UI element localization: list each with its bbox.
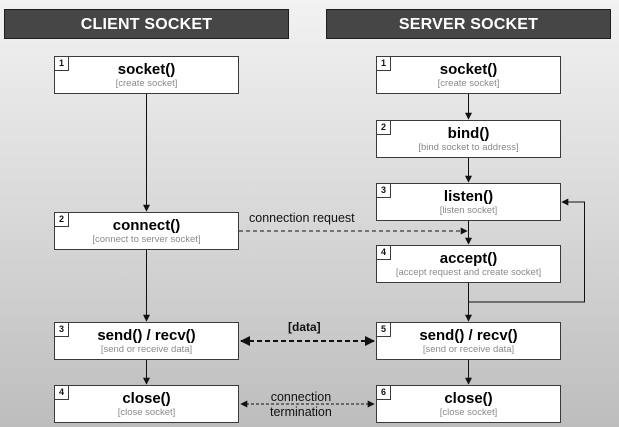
- client-send-recv-box: 3 send() / recv() [send or receive data]: [54, 322, 239, 360]
- client-connect-box: 2 connect() [connect to server socket]: [54, 212, 239, 250]
- client-socket-header: CLIENT SOCKET: [4, 9, 289, 39]
- step-title: bind(): [447, 125, 490, 142]
- server-send-recv-box: 5 send() / recv() [send or receive data]: [376, 322, 561, 360]
- step-title: listen(): [443, 188, 494, 205]
- step-title: close(): [122, 390, 171, 407]
- step-description: [connect to server socket]: [92, 234, 201, 245]
- step-description: [close socket]: [439, 407, 498, 418]
- step-description: [create socket]: [115, 78, 178, 89]
- connection-termination-label: connection termination: [270, 390, 332, 420]
- step-number: 1: [377, 57, 391, 71]
- step-description: [accept request and create socket]: [395, 267, 542, 278]
- server-listen-box: 3 listen() [listen socket]: [376, 183, 561, 221]
- step-description: [send or receive data]: [100, 344, 193, 355]
- client-socket-box: 1 socket() [create socket]: [54, 56, 239, 94]
- step-number: 5: [377, 323, 391, 337]
- server-close-box: 6 close() [close socket]: [376, 385, 561, 423]
- step-description: [send or receive data]: [422, 344, 515, 355]
- termination-label-line2: termination: [270, 405, 332, 419]
- termination-label-line1: connection: [270, 390, 332, 404]
- step-number: 4: [55, 386, 69, 400]
- server-bind-box: 2 bind() [bind socket to address]: [376, 120, 561, 158]
- server-socket-box: 1 socket() [create socket]: [376, 56, 561, 94]
- step-description: [close socket]: [117, 407, 176, 418]
- step-title: send() / recv(): [97, 327, 196, 344]
- arrow-accept-loop-to-listen: [468, 198, 585, 303]
- step-number: 2: [377, 121, 391, 135]
- data-label: [data]: [288, 320, 321, 334]
- step-title: accept(): [439, 250, 498, 267]
- step-description: [create socket]: [437, 78, 500, 89]
- client-close-box: 4 close() [close socket]: [54, 385, 239, 423]
- step-title: connect(): [112, 217, 181, 234]
- step-title: send() / recv(): [419, 327, 518, 344]
- step-number: 2: [55, 213, 69, 227]
- server-socket-header: SERVER SOCKET: [326, 9, 611, 39]
- step-description: [bind socket to address]: [418, 142, 519, 153]
- step-title: socket(): [439, 61, 498, 78]
- server-accept-box: 4 accept() [accept request and create so…: [376, 245, 561, 283]
- step-number: 3: [55, 323, 69, 337]
- step-number: 6: [377, 386, 391, 400]
- step-title: socket(): [117, 61, 176, 78]
- connection-request-label: connection request: [249, 211, 355, 225]
- step-number: 1: [55, 57, 69, 71]
- step-title: close(): [444, 390, 493, 407]
- step-number: 4: [377, 246, 391, 260]
- step-number: 3: [377, 184, 391, 198]
- step-description: [listen socket]: [439, 205, 498, 216]
